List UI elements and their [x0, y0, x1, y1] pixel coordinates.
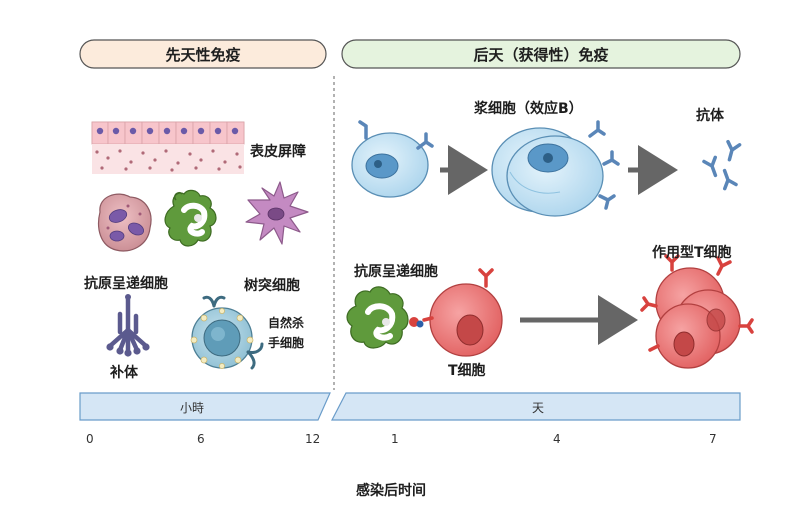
- tick-hour-6: 6: [197, 432, 205, 446]
- t-cell: [422, 268, 503, 357]
- granulocyte-cell: [97, 193, 152, 252]
- effector-t-label: 作用型T细胞: [652, 245, 732, 261]
- timeline-days-bar: [331, 392, 741, 421]
- axis-title: 感染后时间: [356, 483, 426, 499]
- tick-day-7: 7: [709, 432, 717, 446]
- nk-label-line1: 自然杀: [268, 316, 305, 330]
- epidermal-barrier-illustration: [91, 121, 245, 174]
- dendritic-label: 树突细胞: [244, 278, 300, 294]
- complement-illustration: [106, 294, 150, 357]
- nk-cell: [190, 295, 264, 370]
- innate-header: 先天性免疫: [165, 46, 241, 64]
- adaptive-header-pill: [341, 39, 741, 69]
- tick-day-1: 1: [391, 432, 399, 446]
- antibody-label: 抗体: [696, 108, 724, 124]
- macrophage-cell: [164, 189, 217, 247]
- tick-hour-12: 12: [305, 432, 321, 446]
- tick-day-4: 4: [553, 432, 561, 446]
- nk-label-line2: 手细胞: [268, 336, 305, 350]
- innate-header-pill: [79, 39, 327, 69]
- adaptive-apc-cell: [346, 286, 424, 349]
- complement-label: 补体: [110, 365, 138, 381]
- effector-t-cells: [640, 254, 754, 369]
- tick-hour-0: 0: [86, 432, 94, 446]
- adaptive-header: 后天（获得性）免疫: [473, 46, 609, 64]
- plasma-label: 浆细胞（效应B）: [474, 101, 583, 117]
- b-cell: [351, 120, 434, 198]
- dendritic-cell: [245, 181, 309, 245]
- timeline-hours-bar: [79, 392, 331, 421]
- hours-unit-label: 小時: [180, 401, 205, 415]
- barrier-label: 表皮屏障: [250, 144, 306, 160]
- tcell-label: T细胞: [448, 363, 486, 379]
- days-unit-label: 天: [532, 401, 545, 415]
- antibody-molecules: [702, 139, 742, 191]
- plasma-cells: [491, 120, 620, 217]
- adaptive-apc-label: 抗原呈递细胞: [354, 264, 438, 280]
- innate-apc-label: 抗原呈递细胞: [84, 276, 168, 292]
